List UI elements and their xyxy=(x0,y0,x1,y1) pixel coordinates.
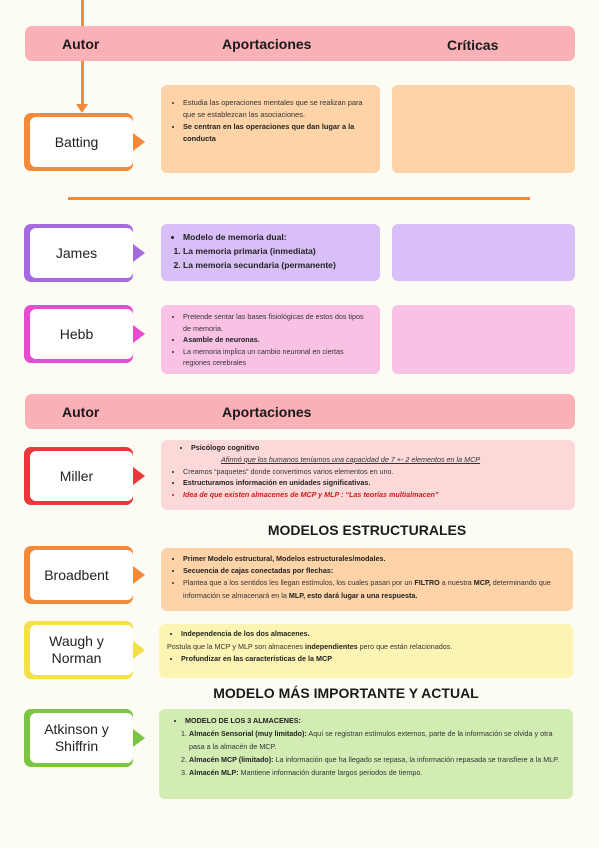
broadbent-item-3: Plantea que a los sentidos les llegan es… xyxy=(183,577,565,601)
waugh-item-1: Independencia de los dos almacenes. xyxy=(181,628,565,641)
hebb-item-1: Pretende sentar las bases fisiológicas d… xyxy=(183,311,372,334)
author-label: Batting xyxy=(54,133,99,150)
miller-item-1: Psicólogo cognitivo xyxy=(191,442,567,454)
miller-item-2: Creamos “paquetes” donde convertimos var… xyxy=(183,466,567,478)
header-bar-2: Autor Aportaciones xyxy=(25,394,575,429)
header-author: Autor xyxy=(62,403,100,420)
critique-box-hebb xyxy=(392,305,575,374)
text-span: determinando que información se almacena… xyxy=(183,578,551,600)
text-span: Plantea que a los sentidos les llegan es… xyxy=(183,578,415,588)
text-span: Almacén MCP (limitado): xyxy=(189,755,274,764)
text-span: Almacén MLP: xyxy=(189,768,239,777)
card-hebb: Pretende sentar las bases fisiológicas d… xyxy=(161,305,380,374)
header-contributions: Aportaciones xyxy=(222,403,312,420)
divider-line xyxy=(68,197,530,200)
text-span: independientes xyxy=(304,641,358,651)
author-label: Miller xyxy=(59,467,94,484)
text-span: Almacén Sensorial (muy limitado): xyxy=(189,729,307,738)
author-tab-atkinson-shiffrin: Atkinson y Shiffrin xyxy=(24,709,145,767)
author-tab-james: James xyxy=(24,224,145,282)
text-span: a nuestra xyxy=(439,578,474,588)
card-miller: Psicólogo cognitivo Afirmó que los human… xyxy=(161,440,575,510)
header-bar-1: Autor Aportaciones Críticas xyxy=(25,26,575,61)
author-label: Waugh y Norman xyxy=(49,633,104,666)
connector-arrow-head xyxy=(76,104,88,113)
atkinson-item-3: Almacén MLP: Mantiene información durant… xyxy=(189,766,565,779)
james-title: Modelo de memoria dual: xyxy=(183,230,372,244)
text-span: Aquí se registran estímulos externos, pa… xyxy=(189,729,553,751)
header-contributions: Aportaciones xyxy=(222,35,312,52)
waugh-line-2: Postula que la MCP y MLP son almacenes i… xyxy=(167,641,565,654)
miller-item-4: Idea de que existen almacenes de MCP y M… xyxy=(183,489,567,501)
section-title-main: MODELO MÁS IMPORTANTE Y ACTUAL xyxy=(213,685,479,701)
header-critiques: Críticas xyxy=(447,36,499,53)
atkinson-title: MODELO DE LOS 3 ALMACENES: xyxy=(185,714,565,727)
section-title-structural: MODELOS ESTRUCTURALES xyxy=(267,522,467,538)
james-item-1: La memoria primaria (inmediata) xyxy=(183,244,372,258)
card-batting: Estudia las operaciones mentales que se … xyxy=(161,85,380,173)
hebb-item-3: La memoria implica un cambio neuronal en… xyxy=(183,346,372,369)
author-label: James xyxy=(55,244,98,261)
author-label: Broadbent xyxy=(44,566,109,583)
author-tab-broadbent: Broadbent xyxy=(24,546,145,604)
text-span: MCP, xyxy=(473,578,491,588)
author-label: Atkinson y Shiffrin xyxy=(44,721,109,754)
broadbent-item-1: Primer Modelo estructural, Modelos estru… xyxy=(183,553,565,565)
author-tab-hebb: Hebb xyxy=(24,305,145,363)
card-broadbent: Primer Modelo estructural, Modelos estru… xyxy=(161,548,573,611)
author-tab-miller: Miller xyxy=(24,447,145,505)
text-span: FILTRO xyxy=(414,578,440,588)
text-span: pero que están relacionados. xyxy=(357,641,453,651)
text-span: MLP, esto dará lugar a una respuesta. xyxy=(288,590,418,600)
batting-item-1: Estudia las operaciones mentales que se … xyxy=(183,97,372,121)
text-span: Mantiene información durante largos peri… xyxy=(238,768,423,777)
text-span: Postula que la MCP y MLP son almacenes xyxy=(167,641,305,651)
text-span: La información que ha llegado se repasa,… xyxy=(273,755,560,764)
author-label: Hebb xyxy=(59,325,94,342)
hebb-item-2: Asamble de neuronas. xyxy=(183,334,372,346)
connector-line-down xyxy=(81,61,84,106)
header-author: Autor xyxy=(62,35,100,52)
critique-box-james xyxy=(392,224,575,281)
miller-item-1-sub: Afirmó que los humanos teníamos una capa… xyxy=(221,454,481,464)
waugh-item-3: Profundizar en las características de la… xyxy=(181,653,565,666)
card-atkinson-shiffrin: MODELO DE LOS 3 ALMACENES: Almacén Senso… xyxy=(159,709,573,799)
connector-line-top xyxy=(81,0,84,27)
author-tab-waugh-norman: Waugh y Norman xyxy=(24,621,145,679)
atkinson-item-1: Almacén Sensorial (muy limitado): Aquí s… xyxy=(189,727,565,753)
card-james: Modelo de memoria dual: La memoria prima… xyxy=(161,224,380,281)
batting-item-2: Se centran en las operaciones que dan lu… xyxy=(183,121,372,145)
miller-item-3: Estructuramos información en unidades si… xyxy=(183,477,567,489)
broadbent-item-2: Secuencia de cajas conectadas por flecha… xyxy=(183,565,565,577)
author-tab-batting: Batting xyxy=(24,113,145,171)
james-item-2: La memoria secundaria (permanente) xyxy=(183,258,372,272)
critique-box-batting xyxy=(392,85,575,173)
atkinson-item-2: Almacén MCP (limitado): La información q… xyxy=(189,753,565,766)
card-waugh-norman: Independencia de los dos almacenes. Post… xyxy=(159,624,573,678)
